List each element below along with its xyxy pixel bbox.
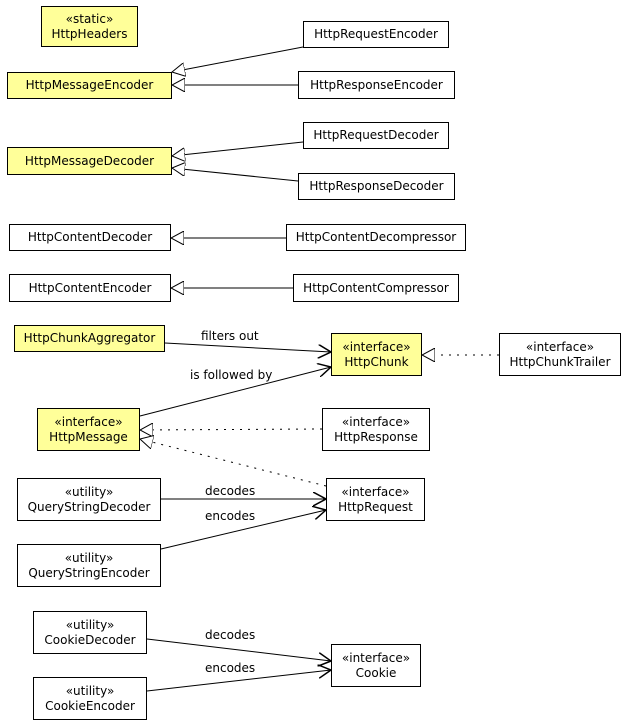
label-filters-out: filters out xyxy=(201,329,259,343)
class-name: HttpChunkAggregator xyxy=(23,331,156,345)
class-http-response-encoder[interactable]: HttpResponseEncoder xyxy=(298,71,455,99)
stereotype-label: «interface» xyxy=(525,339,595,354)
class-cookie-encoder[interactable]: «utility» CookieEncoder xyxy=(33,677,147,720)
class-http-message-encoder[interactable]: HttpMessageEncoder xyxy=(7,72,172,99)
edge-qs-encodes xyxy=(160,510,326,550)
class-query-string-encoder[interactable]: «utility» QueryStringEncoder xyxy=(17,544,161,587)
class-http-content-compressor[interactable]: HttpContentCompressor xyxy=(293,274,459,302)
class-http-response-decoder[interactable]: HttpResponseDecoder xyxy=(298,173,455,200)
class-name: Cookie xyxy=(355,665,397,680)
edge-is-followed-by xyxy=(139,367,331,417)
class-name: QueryStringDecoder xyxy=(27,499,151,514)
class-name: HttpChunk xyxy=(344,354,409,369)
edge-cookie-decodes xyxy=(146,638,331,661)
class-name: HttpContentDecompressor xyxy=(295,230,457,244)
class-cookie-decoder[interactable]: «utility» CookieDecoder xyxy=(33,611,147,654)
class-http-request[interactable]: «interface» HttpRequest xyxy=(326,478,425,521)
class-name: HttpMessageEncoder xyxy=(25,78,154,92)
class-name: HttpMessage xyxy=(49,429,128,444)
label-cookie-decodes: decodes xyxy=(205,628,256,642)
class-name: HttpMessageDecoder xyxy=(24,153,155,168)
class-name: HttpHeaders xyxy=(51,26,128,41)
stereotype-label: «utility» xyxy=(64,550,114,565)
class-http-message[interactable]: «interface» HttpMessage xyxy=(37,408,140,451)
stereotype-label: «utility» xyxy=(65,683,115,698)
class-name: HttpResponseEncoder xyxy=(310,77,443,92)
class-name: HttpContentCompressor xyxy=(303,280,449,295)
class-name: QueryStringEncoder xyxy=(28,565,150,580)
class-name: HttpResponseDecoder xyxy=(309,179,444,193)
edge-request-encoder-inherits xyxy=(172,46,304,72)
class-http-content-decompressor[interactable]: HttpContentDecompressor xyxy=(286,224,466,251)
class-http-content-decoder[interactable]: HttpContentDecoder xyxy=(9,224,171,251)
class-name: HttpContentDecoder xyxy=(27,230,153,244)
class-name: HttpRequest xyxy=(338,499,413,514)
class-http-request-decoder[interactable]: HttpRequestDecoder xyxy=(303,122,449,149)
class-name: CookieDecoder xyxy=(44,632,136,647)
edge-request-decoder-inherits xyxy=(172,141,304,156)
class-name: HttpChunkTrailer xyxy=(509,354,611,369)
edge-http-request-realizes xyxy=(140,439,327,487)
edge-response-decoder-inherits xyxy=(172,168,299,182)
class-http-headers[interactable]: «static» HttpHeaders xyxy=(41,6,138,47)
stereotype-label: «interface» xyxy=(54,414,123,429)
class-http-request-encoder[interactable]: HttpRequestEncoder xyxy=(303,21,449,48)
edge-filters-out xyxy=(164,342,331,352)
label-qs-encodes: encodes xyxy=(205,509,256,523)
class-name: HttpRequestDecoder xyxy=(313,128,439,142)
edge-http-response-realizes xyxy=(140,429,323,430)
class-name: HttpRequestEncoder xyxy=(314,27,438,41)
stereotype-label: «interface» xyxy=(341,414,411,429)
label-is-followed-by: is followed by xyxy=(190,368,273,382)
class-http-content-encoder[interactable]: HttpContentEncoder xyxy=(9,274,171,302)
class-name: CookieEncoder xyxy=(45,698,135,713)
class-http-chunk-aggregator[interactable]: HttpChunkAggregator xyxy=(14,325,165,352)
stereotype-label: «interface» xyxy=(342,339,411,354)
class-http-chunk-trailer[interactable]: «interface» HttpChunkTrailer xyxy=(499,333,621,376)
stereotype-label: «static» xyxy=(65,11,114,26)
class-http-response[interactable]: «interface» HttpResponse xyxy=(322,408,430,451)
class-name: HttpContentEncoder xyxy=(28,280,152,295)
class-http-chunk[interactable]: «interface» HttpChunk xyxy=(331,333,422,376)
class-query-string-decoder[interactable]: «utility» QueryStringDecoder xyxy=(17,478,161,521)
stereotype-label: «interface» xyxy=(341,650,411,665)
label-qs-decodes: decodes xyxy=(205,484,256,498)
label-cookie-encodes: encodes xyxy=(205,661,256,675)
stereotype-label: «interface» xyxy=(341,484,410,499)
stereotype-label: «utility» xyxy=(65,617,115,632)
class-name: HttpResponse xyxy=(334,429,418,444)
class-cookie[interactable]: «interface» Cookie xyxy=(331,644,421,687)
stereotype-label: «utility» xyxy=(64,484,114,499)
class-http-message-decoder[interactable]: HttpMessageDecoder xyxy=(7,147,172,175)
edge-cookie-encodes xyxy=(146,670,331,692)
